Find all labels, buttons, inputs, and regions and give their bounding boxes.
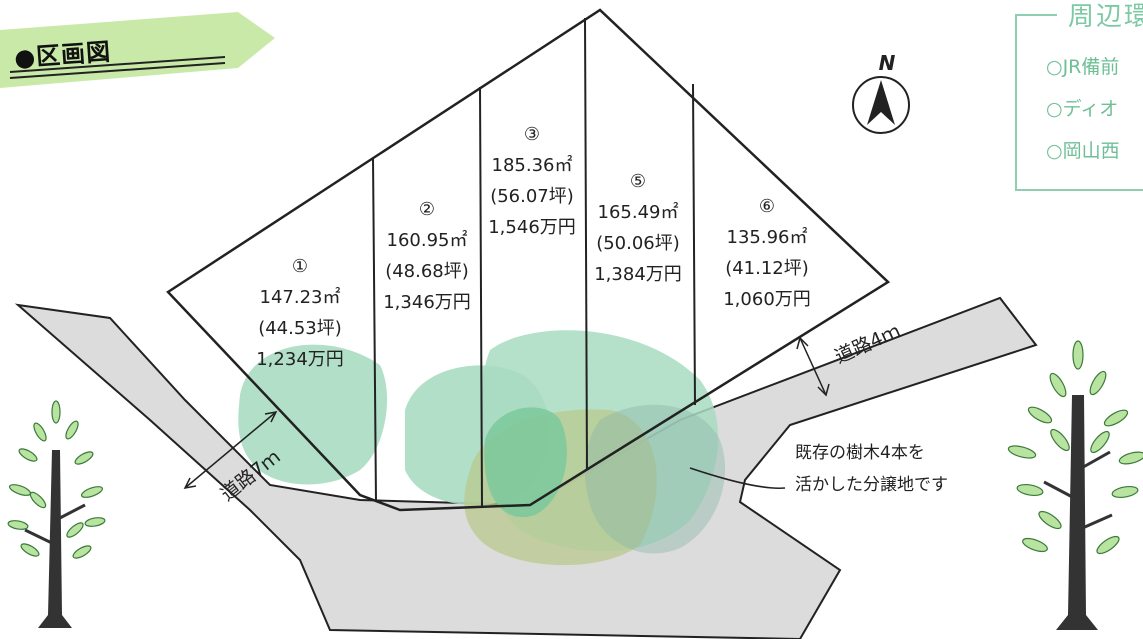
surroundings-box-line <box>1015 14 1057 16</box>
leaf <box>1111 485 1139 499</box>
lot-6-label: ⑥ 135.96㎡ (41.12坪) 1,060万円 <box>723 196 811 310</box>
road-4m-arrow <box>799 337 827 396</box>
compass: N <box>852 51 910 134</box>
tree-left-trunk <box>38 450 72 628</box>
compass-north-label: N <box>879 51 896 75</box>
surroundings-box <box>1015 14 1143 191</box>
tree-canopy-dark <box>484 407 567 518</box>
leaf <box>1103 409 1129 427</box>
decorative-tree-right-icon <box>1007 340 1143 630</box>
leaf <box>1089 370 1107 396</box>
leaf <box>72 545 92 559</box>
lot-2-number: ② <box>419 199 435 220</box>
leaf <box>1016 483 1044 497</box>
road-4m-arrowhead-a <box>796 336 809 350</box>
tree-left-branch-2 <box>24 528 57 547</box>
road-7m-arrow <box>184 411 277 489</box>
leaf <box>1096 535 1120 555</box>
tree-canopy-left <box>238 344 388 485</box>
lot-divider-3 <box>584 17 588 471</box>
leaf <box>1038 510 1062 530</box>
surroundings-title: 周辺環 <box>1068 2 1143 32</box>
road-area <box>14 296 1038 639</box>
title-banner <box>0 12 275 88</box>
note-line-2: 活かした分譲地です <box>795 475 948 495</box>
leaf <box>8 484 32 496</box>
lot-divider-2 <box>479 86 483 509</box>
lot-6-price: 1,060万円 <box>723 289 811 310</box>
leaf <box>20 543 40 557</box>
lot-1-price: 1,234万円 <box>256 349 344 370</box>
lot-1-label: ① 147.23㎡ (44.53坪) 1,234万円 <box>256 256 344 370</box>
lot-6-number: ⑥ <box>759 196 775 217</box>
lot-3-number: ③ <box>524 124 540 145</box>
tree-right-branch-3 <box>1077 513 1113 532</box>
lot-1-area: 147.23㎡ <box>260 286 341 308</box>
leaf <box>33 422 47 442</box>
surroundings-item-dio: ○ディオ <box>1046 98 1119 120</box>
leaf <box>18 448 38 462</box>
leaf <box>1050 428 1070 452</box>
lot-outline <box>166 8 891 512</box>
lot-3-price: 1,546万円 <box>488 217 576 238</box>
leaf <box>1072 340 1084 370</box>
lot-1-number: ① <box>292 256 308 277</box>
road-7m-arrowhead-a <box>183 477 197 490</box>
lot-1-tsubo: (44.53坪) <box>258 318 342 339</box>
existing-trees <box>238 330 726 566</box>
tree-left-branch-1 <box>55 503 86 522</box>
lot-2-price: 1,346万円 <box>383 292 471 313</box>
leaf <box>1118 451 1143 465</box>
tree-right-trunk <box>1056 395 1098 630</box>
decorative-tree-left-icon <box>7 400 106 628</box>
lot-divider-1 <box>372 157 377 503</box>
lot-5-number: ⑤ <box>630 171 646 192</box>
lot-divider-4 <box>692 83 696 406</box>
lot-6-area: 135.96㎡ <box>727 226 808 248</box>
tree-right-branch-1 <box>1077 450 1111 472</box>
note-line-1: 既存の樹木4本を <box>795 443 925 463</box>
leaf <box>1027 406 1053 424</box>
compass-needle-icon <box>867 80 895 125</box>
note-leader-line <box>689 467 786 489</box>
leaf <box>1049 372 1067 398</box>
surroundings-item-okayama: ○岡山西 <box>1046 140 1120 162</box>
leaf <box>80 486 104 498</box>
leaf <box>74 451 94 465</box>
leaf <box>1007 445 1037 459</box>
lot-2-tsubo: (48.68坪) <box>385 261 469 282</box>
lot-2-label: ② 160.95㎡ (48.68坪) 1,346万円 <box>383 199 471 313</box>
lot-3-label: ③ 185.36㎡ (56.07坪) 1,546万円 <box>488 124 576 238</box>
leaf <box>51 400 61 424</box>
leaf <box>66 522 84 538</box>
leaf <box>65 420 79 440</box>
lot-2-area: 160.95㎡ <box>387 229 468 251</box>
tree-canopy-shade <box>584 404 726 554</box>
lot-5-area: 165.49㎡ <box>598 201 679 223</box>
page-title: ●区画図 <box>13 37 112 73</box>
surroundings-item-jr: ○JR備前 <box>1046 56 1120 78</box>
lot-3-tsubo: (56.07坪) <box>490 186 574 207</box>
lot-5-price: 1,384万円 <box>594 264 682 285</box>
banner-underline <box>9 56 226 73</box>
leaf <box>1090 430 1110 454</box>
lot-3-area: 185.36㎡ <box>492 154 573 176</box>
road-7m-arrowhead-b <box>264 410 278 423</box>
tree-right-branch-2 <box>1043 480 1079 502</box>
lot-6-tsubo: (41.12坪) <box>725 258 809 279</box>
road-4m-arrowhead-b <box>817 383 830 397</box>
lot-5-tsubo: (50.06坪) <box>596 233 680 254</box>
leaf <box>84 517 106 527</box>
banner-underline-2 <box>9 62 226 79</box>
leaf <box>29 491 47 509</box>
leaf <box>1022 537 1048 553</box>
lot-5-label: ⑤ 165.49㎡ (50.06坪) 1,384万円 <box>594 171 682 285</box>
leaf <box>7 520 29 530</box>
